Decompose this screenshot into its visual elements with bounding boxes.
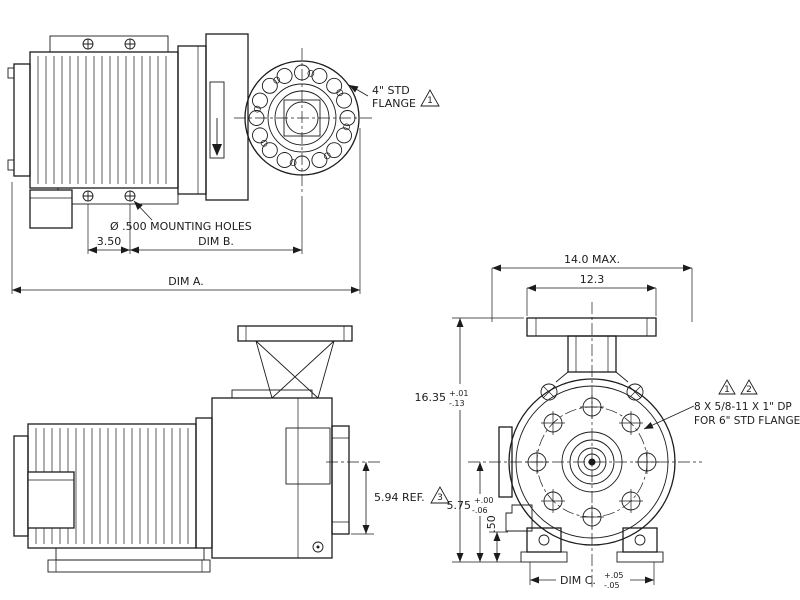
base-plate [47, 559, 211, 573]
pump-feet [520, 527, 664, 563]
flange-note-leader [348, 84, 369, 97]
dim-b-label: DIM B. [198, 235, 234, 248]
dim-c-tol-minus: -.05 [604, 581, 620, 590]
drain-plug [312, 541, 324, 553]
callout-1-number: 1 [427, 96, 433, 106]
top-bracket-bolts [82, 38, 136, 50]
dim-c-tol-plus: +.05 [604, 571, 623, 580]
callout-triangle-1b [718, 379, 736, 395]
flange-support-gussets [255, 340, 335, 399]
pump-casing [211, 397, 333, 559]
dim-575-tol-plus: +.00 [474, 496, 493, 505]
dim-050-label: .50 [485, 515, 498, 533]
motor-adapter [177, 45, 207, 195]
dims-pump-front: 14.0 MAX. 12.3 16.35 +.01 -.13 5.75 +.00… [415, 253, 800, 590]
mounting-holes-leader [133, 200, 153, 221]
view-pump-side [13, 325, 382, 573]
suction-flange-front [526, 317, 657, 337]
dim-1635-tol-minus: -.13 [449, 399, 465, 408]
junction-box [29, 189, 73, 229]
suction-flange [237, 325, 353, 342]
callout-triangle-1 [420, 89, 440, 107]
callout-2-number: 2 [746, 385, 752, 395]
shaft-hub [561, 431, 623, 493]
dims-side-view: Ø .500 MOUNTING HOLES 3.50 DIM B. DIM A.… [11, 84, 440, 294]
motor-end-cap [13, 63, 31, 177]
dim-1635-label: 16.35 [415, 391, 447, 404]
bottom-bracket [57, 187, 179, 205]
motor-end-cap-lower [13, 435, 29, 537]
casing-foot-bracket [505, 504, 533, 532]
callout-3-number: 3 [437, 493, 443, 503]
dims-pump-side: 5.94 REF. 3 [351, 462, 450, 535]
dim-350-label: 3.50 [97, 235, 122, 248]
dim-c-label: DIM C. [560, 574, 596, 587]
dim-14-label: 14.0 MAX. [564, 253, 620, 266]
mounting-hole-bolts [82, 190, 136, 202]
dim-a-label: DIM A. [168, 275, 204, 288]
motor-lug [7, 159, 15, 171]
bolt-note-line2: FOR 6" STD FLANGE [694, 415, 800, 427]
bolt-note-line1: 8 X 5/8-11 X 1" DP [694, 401, 792, 413]
nameplate [285, 427, 331, 485]
motor-lug [7, 67, 15, 79]
motor-fins [37, 56, 167, 184]
motor-foot [55, 547, 205, 561]
discharge-flange-edge [331, 425, 350, 535]
flange-note-line2: FLANGE [372, 97, 416, 110]
pump-bracket [205, 33, 249, 201]
callout-triangle-2 [740, 379, 758, 395]
top-bracket [49, 35, 169, 53]
dim-594-label: 5.94 REF. [374, 491, 425, 504]
dim-1635-tol-plus: +.01 [449, 389, 468, 398]
drain-plug-center [316, 545, 320, 549]
bracket-slot [209, 81, 225, 159]
callout-1b-number: 1 [724, 385, 730, 395]
junction-box-lower [27, 471, 75, 529]
casing-bolts [540, 383, 644, 401]
mounting-holes-note: Ø .500 MOUNTING HOLES [110, 220, 252, 233]
motor-body [29, 51, 179, 189]
flow-arrow-icon [212, 144, 222, 156]
view-motor-pump-side [7, 33, 374, 229]
view-pump-front [468, 302, 702, 590]
dim-575-label: 5.75 [447, 499, 472, 512]
dim-123-label: 12.3 [580, 273, 605, 286]
pump-bracket-edge [195, 417, 213, 549]
callout-triangle-3 [430, 486, 450, 504]
bolt-note-leader [643, 405, 695, 430]
flange-note-line1: 4" STD [372, 84, 410, 97]
dim-575-tol-minus: -.06 [472, 506, 488, 515]
